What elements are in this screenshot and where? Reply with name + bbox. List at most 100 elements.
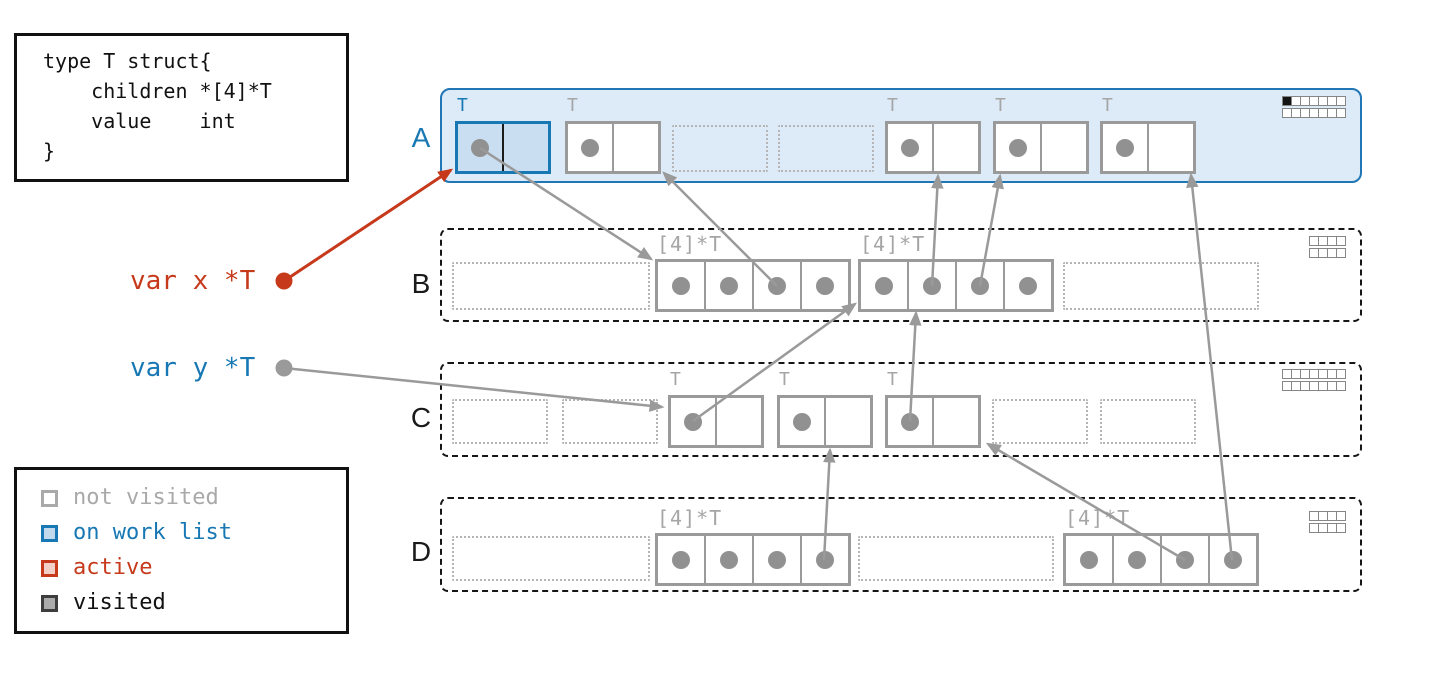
pointer-dot bbox=[1224, 550, 1242, 569]
bitmap-row bbox=[1309, 523, 1346, 533]
bitmap-cell bbox=[1336, 96, 1346, 106]
field-cell bbox=[1103, 124, 1149, 171]
bitmap-cell bbox=[1336, 236, 1346, 246]
T-object bbox=[1100, 121, 1196, 174]
legend-item-label: on work list bbox=[73, 520, 232, 545]
pointer-dot bbox=[1128, 550, 1146, 569]
var-pointer-dot bbox=[275, 359, 293, 377]
object-type-label: [4]*T bbox=[657, 232, 723, 256]
pointer-dot bbox=[471, 138, 489, 157]
T-object bbox=[885, 121, 981, 174]
pointer-dot bbox=[768, 550, 786, 569]
pointer-dot bbox=[901, 138, 919, 157]
span-bitmap bbox=[1282, 96, 1346, 118]
span-label-D: D bbox=[410, 536, 432, 567]
legend-swatch-icon bbox=[41, 524, 58, 542]
field-cell bbox=[1042, 124, 1086, 171]
legend-item-label: not visited bbox=[73, 485, 219, 510]
T-object bbox=[668, 395, 764, 448]
bitmap-cell bbox=[1336, 369, 1346, 379]
pointer-dot bbox=[1080, 550, 1098, 569]
object-type-label: T bbox=[457, 95, 468, 116]
object-type-label: T bbox=[1102, 95, 1113, 116]
pointer-dot bbox=[816, 276, 834, 295]
pointer-dot bbox=[1116, 138, 1134, 157]
var-pointer-dot bbox=[275, 272, 293, 290]
field-cell bbox=[717, 398, 761, 445]
field-cell bbox=[754, 536, 802, 583]
field-cell bbox=[614, 124, 658, 171]
T-object bbox=[993, 121, 1089, 174]
bitmap-row bbox=[1282, 381, 1346, 391]
object-type-label: [4]*T bbox=[657, 506, 723, 530]
free-slot bbox=[452, 536, 650, 581]
pointer-dot bbox=[768, 276, 786, 295]
field-cell bbox=[458, 124, 504, 171]
span-bitmap bbox=[1309, 236, 1346, 258]
field-cell bbox=[658, 536, 706, 583]
legend-swatch-icon bbox=[41, 559, 58, 577]
field-cell bbox=[1149, 124, 1193, 171]
field-cell bbox=[1114, 536, 1162, 583]
object-type-label: T bbox=[887, 369, 898, 390]
bitmap-cell bbox=[1336, 511, 1346, 521]
legend-item-label: active bbox=[73, 555, 153, 580]
T-object bbox=[455, 121, 551, 174]
field-cell bbox=[780, 398, 826, 445]
bitmap-cell bbox=[1336, 523, 1346, 533]
pointer-dot bbox=[923, 276, 941, 295]
free-slot bbox=[1100, 399, 1196, 444]
legend-item-label: visited bbox=[73, 590, 166, 615]
legend-item-active: active bbox=[41, 557, 346, 579]
object-type-label: [4]*T bbox=[1065, 506, 1131, 530]
var-x-label: var x *T bbox=[130, 266, 256, 296]
legend-item-visited: visited bbox=[41, 592, 346, 614]
array-object bbox=[858, 259, 1054, 312]
array-object bbox=[655, 259, 851, 312]
free-slot bbox=[672, 125, 768, 172]
pointer-dot bbox=[672, 550, 690, 569]
free-slot bbox=[1063, 262, 1259, 310]
bitmap-cell bbox=[1336, 108, 1346, 118]
object-type-label: T bbox=[995, 95, 1006, 116]
field-cell bbox=[568, 124, 614, 171]
pointer-dot bbox=[875, 276, 893, 295]
pointer-dot bbox=[684, 412, 702, 431]
field-cell bbox=[658, 262, 706, 309]
field-cell bbox=[909, 262, 957, 309]
pointer-arrow bbox=[283, 168, 454, 283]
field-cell bbox=[826, 398, 870, 445]
free-slot bbox=[452, 262, 650, 310]
field-cell bbox=[888, 398, 934, 445]
bitmap-cell bbox=[1336, 381, 1346, 391]
pointer-dot bbox=[1019, 276, 1037, 295]
field-cell bbox=[802, 536, 848, 583]
legend: not visited on work list active visited bbox=[14, 467, 349, 634]
type-definition-code: type T struct{ children *[4]*T value int… bbox=[43, 49, 272, 163]
field-cell bbox=[888, 124, 934, 171]
field-cell bbox=[1162, 536, 1210, 583]
bitmap-cell bbox=[1336, 248, 1346, 258]
bitmap-row bbox=[1282, 108, 1346, 118]
pointer-dot bbox=[816, 550, 834, 569]
span-bitmap bbox=[1282, 369, 1346, 391]
pointer-dot bbox=[672, 276, 690, 295]
bitmap-row bbox=[1282, 369, 1346, 379]
field-cell bbox=[1210, 536, 1256, 583]
field-cell bbox=[754, 262, 802, 309]
object-type-label: T bbox=[887, 95, 898, 116]
T-object bbox=[885, 395, 981, 448]
type-definition-box: type T struct{ children *[4]*T value int… bbox=[14, 33, 349, 182]
pointer-dot bbox=[971, 276, 989, 295]
array-object bbox=[655, 533, 851, 586]
free-slot bbox=[562, 399, 658, 444]
field-cell bbox=[706, 262, 754, 309]
field-cell bbox=[996, 124, 1042, 171]
field-cell bbox=[706, 536, 754, 583]
free-slot bbox=[992, 399, 1088, 444]
field-cell bbox=[934, 398, 978, 445]
bitmap-row bbox=[1309, 236, 1346, 246]
field-cell bbox=[957, 262, 1005, 309]
pointer-dot bbox=[1009, 138, 1027, 157]
